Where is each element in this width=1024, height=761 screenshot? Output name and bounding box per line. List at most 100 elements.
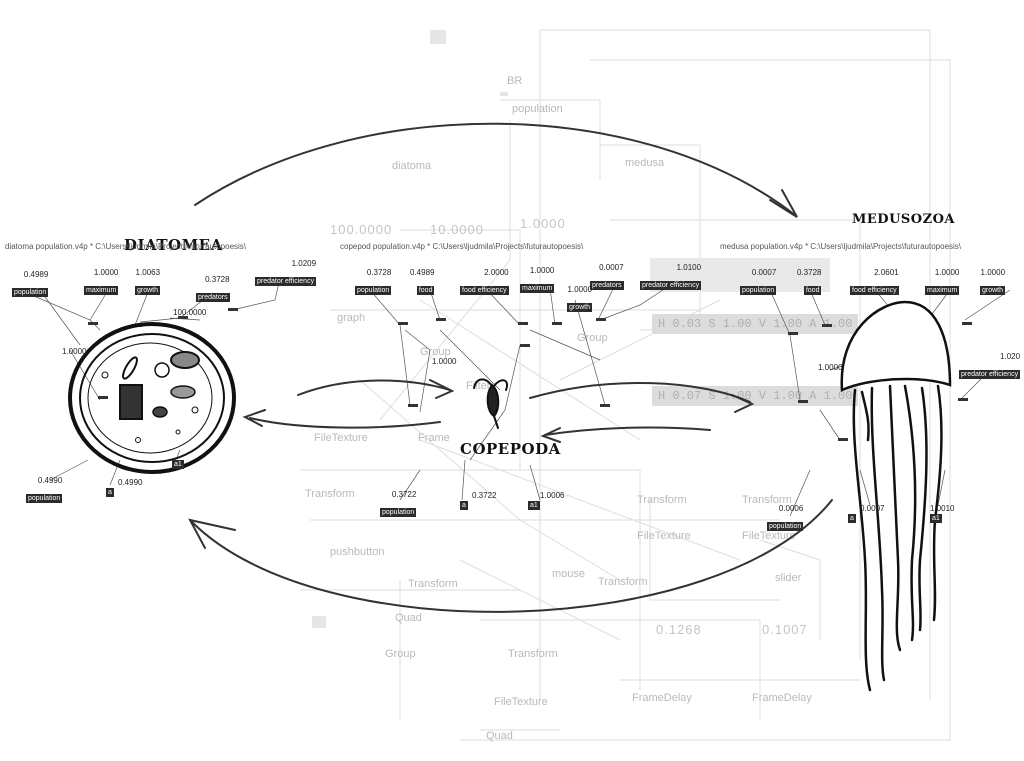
- node-pin-label: population: [740, 286, 777, 295]
- output-pin-a1[interactable]: a1: [930, 514, 942, 523]
- node-pin-label: predator efficiency: [640, 281, 702, 290]
- ghost-node-label: FileTexture: [637, 530, 691, 542]
- patch-path-diatoma[interactable]: diatoma population.v4p * C:\Users\ljudmi…: [5, 242, 247, 251]
- ghost-node-label: FileTexture: [314, 432, 368, 444]
- node-pin-label: growth: [135, 286, 161, 295]
- node-value[interactable]: 0.0007: [860, 504, 885, 513]
- node-value[interactable]: 100.0000: [173, 308, 207, 317]
- io-node-maximum[interactable]: 1.0000 maximum: [520, 266, 555, 294]
- io-node-food-efficiency[interactable]: 2.0000 food efficiency: [460, 268, 509, 296]
- node-value[interactable]: 1.020: [1000, 352, 1021, 361]
- io-node-population[interactable]: 0.3728 population: [355, 268, 392, 296]
- node-value[interactable]: 0.4990: [37, 476, 63, 485]
- io-node-growth[interactable]: 1.0000 growth: [980, 268, 1006, 296]
- cycle-arrow: [429, 379, 455, 399]
- ghost-node-label: Transform: [508, 648, 558, 660]
- io-node-population-out[interactable]: 0.0006 population: [767, 504, 804, 532]
- ghost-node-label: Quad: [486, 730, 513, 742]
- node-pin-label: maximum: [84, 286, 119, 295]
- io-node-growth[interactable]: 1.0000 growth: [567, 285, 593, 313]
- node-pin-label: population: [26, 494, 63, 503]
- io-node-population-out[interactable]: 0.4990 population: [26, 476, 63, 504]
- io-node-predators[interactable]: 0.3728 predators: [196, 275, 230, 303]
- ghost-big-value: 100.0000: [330, 222, 393, 237]
- node-value[interactable]: 1.0000: [62, 347, 87, 356]
- node-value[interactable]: 0.3722: [391, 490, 417, 499]
- ghost-node-label: Filter: [466, 380, 491, 392]
- cycle-arrow: [544, 426, 711, 436]
- cycle-arrow: [529, 381, 751, 403]
- node-pin-label: population: [380, 508, 417, 517]
- output-pin-a1[interactable]: a1: [172, 460, 184, 469]
- node-value[interactable]: 1.0000: [432, 357, 457, 366]
- node-value[interactable]: 1.0000: [93, 268, 119, 277]
- node-pin-label: predators: [590, 281, 624, 290]
- cycle-arrow: [731, 394, 755, 413]
- io-node-growth[interactable]: 1.0063 growth: [135, 268, 161, 296]
- io-node-population[interactable]: 0.4989 population: [12, 270, 49, 298]
- node-value[interactable]: 0.3728: [797, 268, 822, 277]
- ghost-big-value: 1.0000: [520, 216, 566, 231]
- patch-path-medusa[interactable]: medusa population.v4p * C:\Users\ljudmil…: [720, 242, 962, 251]
- io-node-food-efficiency[interactable]: 2.0601 food efficiency: [850, 268, 899, 296]
- io-node-maximum[interactable]: 1.0000 maximum: [84, 268, 119, 296]
- output-pin-a1[interactable]: a1: [528, 501, 540, 510]
- node-value[interactable]: 0.3728: [366, 268, 392, 277]
- node-value[interactable]: 1.0000: [567, 285, 593, 294]
- node-value[interactable]: 2.0000: [484, 268, 509, 277]
- output-pin-a[interactable]: a: [460, 501, 468, 510]
- node-pin-label: population: [767, 522, 804, 531]
- output-pin-a[interactable]: a: [848, 514, 856, 523]
- node-value[interactable]: 1.0010: [930, 504, 955, 513]
- ghost-node-label: Transform: [305, 488, 355, 500]
- cycle-arrow: [249, 417, 441, 429]
- io-node-predators[interactable]: 0.0007 predators: [590, 263, 624, 291]
- patch-path-copepod[interactable]: copepod population.v4p * C:\Users\ljudmi…: [340, 242, 584, 251]
- ghost-node-label: Quad: [395, 612, 422, 624]
- node-value[interactable]: 1.0000: [934, 268, 960, 277]
- node-pin-label: food efficiency: [850, 286, 899, 295]
- node-value[interactable]: 1.0000: [818, 363, 843, 372]
- ghost-node-label: diatoma: [392, 160, 432, 172]
- ghost-node-label: Group: [385, 648, 416, 660]
- node-value[interactable]: 0.4990: [118, 478, 143, 487]
- io-node-food[interactable]: 0.3728 food: [797, 268, 822, 296]
- node-value[interactable]: 1.0000: [529, 266, 555, 275]
- handwritten-title-diatomea: DIATOMEA: [124, 236, 223, 254]
- node-value[interactable]: 0.0006: [778, 504, 804, 513]
- node-value[interactable]: 1.0209: [291, 259, 317, 268]
- cycle-arrow: [297, 379, 451, 396]
- node-value[interactable]: 0.4989: [410, 268, 435, 277]
- node-value[interactable]: 0.4989: [23, 270, 49, 279]
- node-value[interactable]: 0.0007: [599, 263, 624, 272]
- node-value[interactable]: 1.0000: [980, 268, 1006, 277]
- node-value[interactable]: 0.0007: [751, 268, 777, 277]
- io-node-population-out[interactable]: 0.3722 population: [380, 490, 417, 518]
- ghost-node-label: FileTexture: [742, 530, 796, 542]
- cycle-arrow: [769, 189, 798, 218]
- ghost-node-label: FrameDelay: [752, 692, 812, 704]
- node-pin-label: food: [803, 286, 822, 295]
- io-node-food[interactable]: 0.4989 food: [410, 268, 435, 296]
- io-node-maximum[interactable]: 1.0000 maximum: [925, 268, 960, 296]
- node-value[interactable]: 0.3728: [205, 275, 230, 284]
- ghost-node-label: Transform: [637, 494, 687, 506]
- io-node-predator-efficiency[interactable]: 1.0100 predator efficiency: [640, 263, 702, 291]
- node-value[interactable]: 1.0063: [135, 268, 161, 277]
- ghost-node-label: pushbutton: [330, 546, 385, 558]
- cycle-arrow: [194, 122, 796, 216]
- node-value[interactable]: 2.0601: [874, 268, 899, 277]
- node-pin-label: growth: [567, 303, 593, 312]
- node-value[interactable]: 0.3722: [472, 491, 497, 500]
- io-node-population[interactable]: 0.0007 population: [740, 268, 777, 296]
- output-pin-a[interactable]: a: [106, 488, 114, 497]
- handwritten-title-copepoda: COPEPODA: [460, 440, 561, 458]
- node-value[interactable]: 1.0100: [676, 263, 702, 272]
- io-node-predator-efficiency[interactable]: 1.0209 predator efficiency: [255, 259, 317, 287]
- node-value[interactable]: 1.0006: [540, 491, 565, 500]
- ghost-node-label: BR: [507, 75, 523, 87]
- node-pin-label: food efficiency: [460, 286, 509, 295]
- io-node-predator-efficiency[interactable]: 1.020 predator efficiency: [959, 352, 1021, 380]
